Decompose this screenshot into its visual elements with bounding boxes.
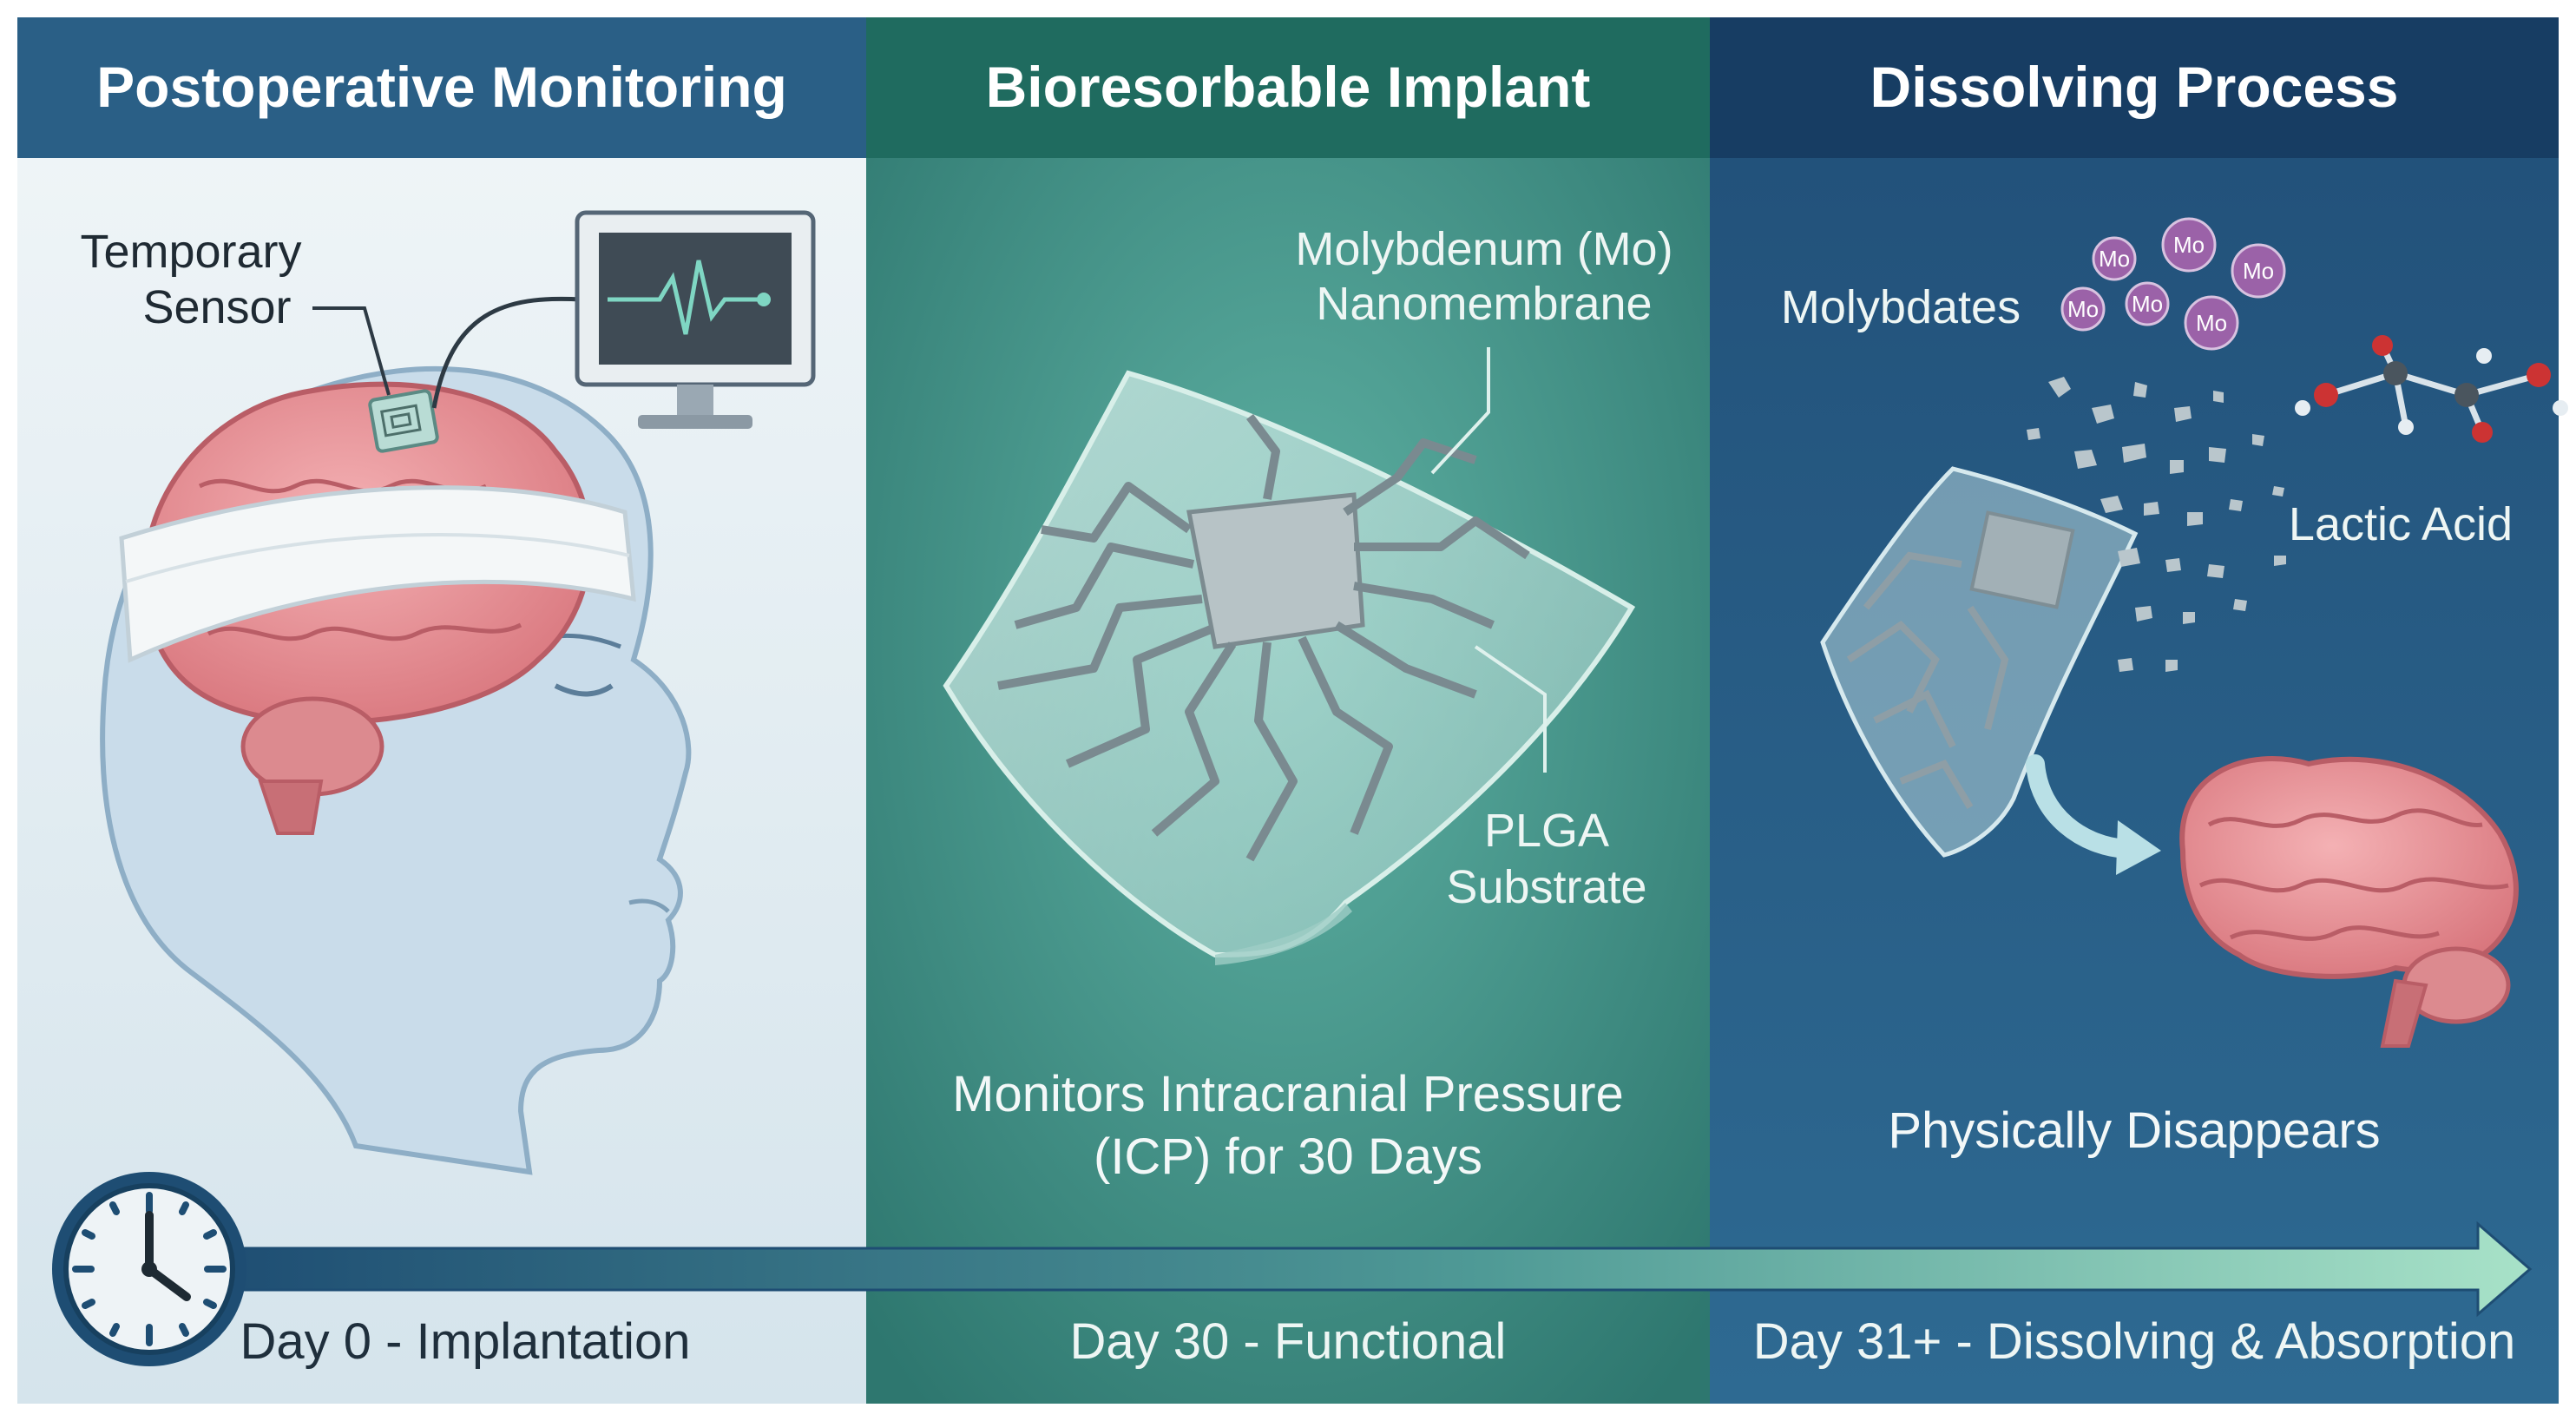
sensor-label-leader [312, 306, 391, 396]
lactic-acid-molecule [2324, 344, 2540, 434]
plga-label-2: Substrate [1446, 861, 1646, 913]
sensor-wire [431, 296, 582, 409]
mo-ion-label: Mo [2196, 310, 2227, 336]
dissolving-film [1820, 466, 2139, 858]
arrow-head [2116, 820, 2161, 875]
day-30-label: Day 30 - Functional [1070, 1313, 1507, 1370]
dissolving-fragments [2027, 377, 2286, 672]
molybdenum-leader [1430, 347, 1490, 475]
lactic-acid-label: Lactic Acid [2289, 498, 2513, 550]
mo-ion-icon [2125, 281, 2170, 326]
mo-ion-icon [2092, 236, 2137, 281]
temporary-sensor-chip [368, 389, 439, 453]
panel-2-title: Bioresorbable Implant [986, 55, 1591, 119]
icp-caption-2: (ICP) for 30 Days [1094, 1128, 1482, 1185]
molybdates-label: Molybdates [1781, 281, 2021, 333]
mo-ion-label: Mo [2067, 296, 2099, 322]
timeline-arrow [207, 1220, 2533, 1318]
implant-film [943, 370, 1636, 965]
mo-ion-icon [2060, 286, 2106, 332]
mo-ion-cluster: Mo Mo Mo Mo Mo Mo [2060, 217, 2286, 351]
mo-ion-label: Mo [2099, 246, 2130, 272]
monitor-icon [575, 210, 816, 429]
panel-1-title: Postoperative Monitoring [96, 55, 787, 119]
icp-caption-1: Monitors Intracranial Pressure [952, 1066, 1624, 1122]
molybdenum-label-1: Molybdenum (Mo) [1295, 223, 1672, 275]
mo-ion-icon [2161, 217, 2217, 273]
plga-label-1: PLGA [1484, 805, 1609, 857]
temporary-sensor-label-2: Sensor [142, 281, 291, 333]
mo-ion-icon [2184, 295, 2239, 351]
plga-leader [1474, 645, 1547, 773]
panel-3-title: Dissolving Process [1870, 55, 2399, 119]
panel-2-header [866, 17, 1710, 158]
mo-ion-label: Mo [2243, 258, 2274, 284]
brain-icon [2179, 756, 2519, 1048]
temporary-sensor-label-1: Temporary [80, 226, 301, 278]
bandage [119, 485, 636, 663]
day-31-label: Day 31+ - Dissolving & Absorption [1753, 1313, 2516, 1370]
arrow-icon [2026, 754, 2136, 859]
mo-ion-icon [2231, 243, 2286, 299]
panel-3-header [1710, 17, 2559, 158]
clock-icon [52, 1172, 246, 1366]
panel-1-header [17, 17, 866, 158]
mo-ion-label: Mo [2132, 291, 2163, 317]
day-0-label: Day 0 - Implantation [240, 1313, 690, 1370]
lactic-acid-atoms [2295, 335, 2568, 443]
molybdenum-label-2: Nanomembrane [1316, 278, 1652, 330]
mo-ion-label: Mo [2173, 232, 2205, 258]
disappears-caption: Physically Disappears [1888, 1102, 2380, 1159]
